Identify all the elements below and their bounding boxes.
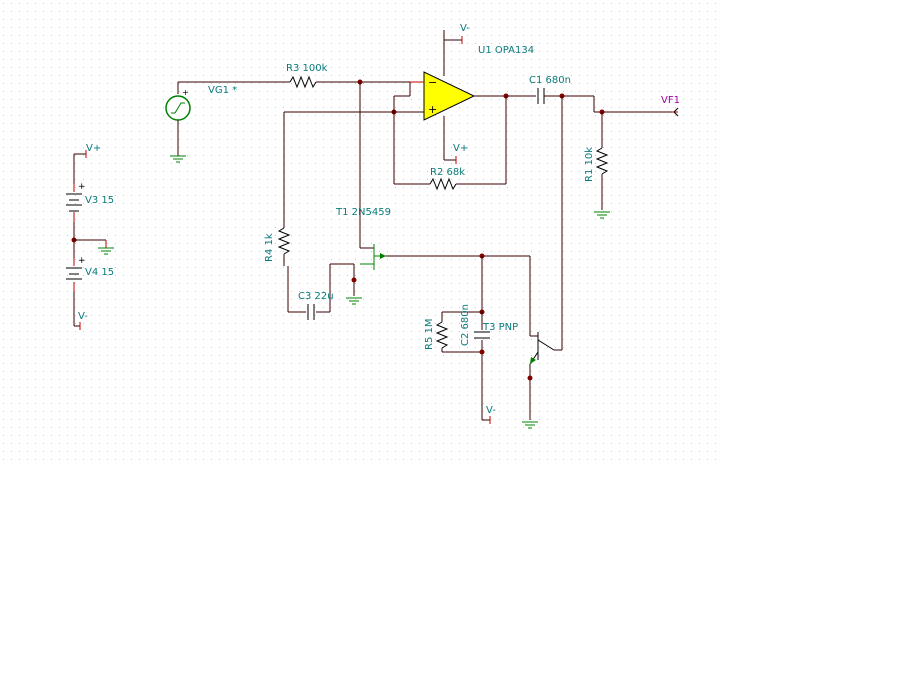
svg-text:+: + [78, 256, 86, 266]
r2-label: R2 68k [430, 167, 465, 178]
r1-label: R1 10k [584, 147, 595, 182]
t1-label: T1 2N5459 [335, 207, 391, 218]
svg-text:+: + [78, 182, 86, 192]
u1-vplus-label: V+ [453, 143, 468, 154]
capacitor-c2[interactable]: C2 680n [460, 304, 490, 420]
r4-label: R4 1k [264, 233, 275, 262]
svg-text:+: + [428, 103, 437, 116]
r5-label: R5 1M [424, 319, 435, 350]
u1-label: U1 OPA134 [478, 45, 534, 56]
c2-label: C2 680n [460, 304, 471, 346]
t3-vminus-label: V- [486, 405, 496, 416]
c1-label: C1 680n [529, 75, 571, 86]
grid-area [0, 0, 718, 466]
v3-label: V3 15 [85, 195, 114, 206]
r3-label: R3 100k [286, 63, 328, 74]
svg-text:−: − [428, 76, 437, 89]
ground-icon [594, 211, 610, 219]
battery-v4-icon[interactable]: + [66, 256, 86, 292]
resistor-r1[interactable]: R1 10k [584, 112, 609, 210]
battery-v3-icon[interactable]: + [66, 182, 86, 222]
ground-icon [522, 421, 538, 429]
v4-label: V4 15 [85, 267, 114, 278]
opamp-u1[interactable]: − + U1 OPA134 V- V+ [394, 23, 536, 164]
v3-plus-label: V+ [86, 143, 101, 154]
ground-icon [346, 297, 362, 305]
output-vf1[interactable]: VF1 [661, 95, 680, 117]
vg1-label: VG1 * [208, 85, 237, 96]
v4-minus-label: V- [78, 311, 88, 322]
capacitor-c3[interactable]: C3 22u [288, 263, 354, 320]
resistor-r5[interactable]: R5 1M [424, 312, 482, 353]
ground-icon [98, 240, 114, 255]
capacitor-c1[interactable]: C1 680n [529, 75, 594, 104]
t3-label: T3 PNP [482, 322, 518, 333]
u1-vminus-label: V- [460, 23, 470, 34]
transistor-t1[interactable]: T1 2N5459 [335, 82, 391, 296]
signal-generator-vg1[interactable]: + VG1 * [165, 81, 290, 163]
c3-label: C3 22u [298, 291, 334, 302]
transistor-t3[interactable]: T3 PNP [482, 96, 563, 420]
svg-text:+: + [182, 88, 189, 97]
ground-icon [170, 155, 186, 163]
resistor-r3[interactable]: R3 100k [286, 63, 410, 89]
resistor-r4[interactable]: R4 1k [264, 227, 291, 312]
resistor-r2[interactable]: R2 68k [393, 96, 507, 191]
vf1-label: VF1 [661, 95, 680, 106]
power-supply-section[interactable]: + + V+ V3 15 V4 15 V- [66, 143, 114, 330]
